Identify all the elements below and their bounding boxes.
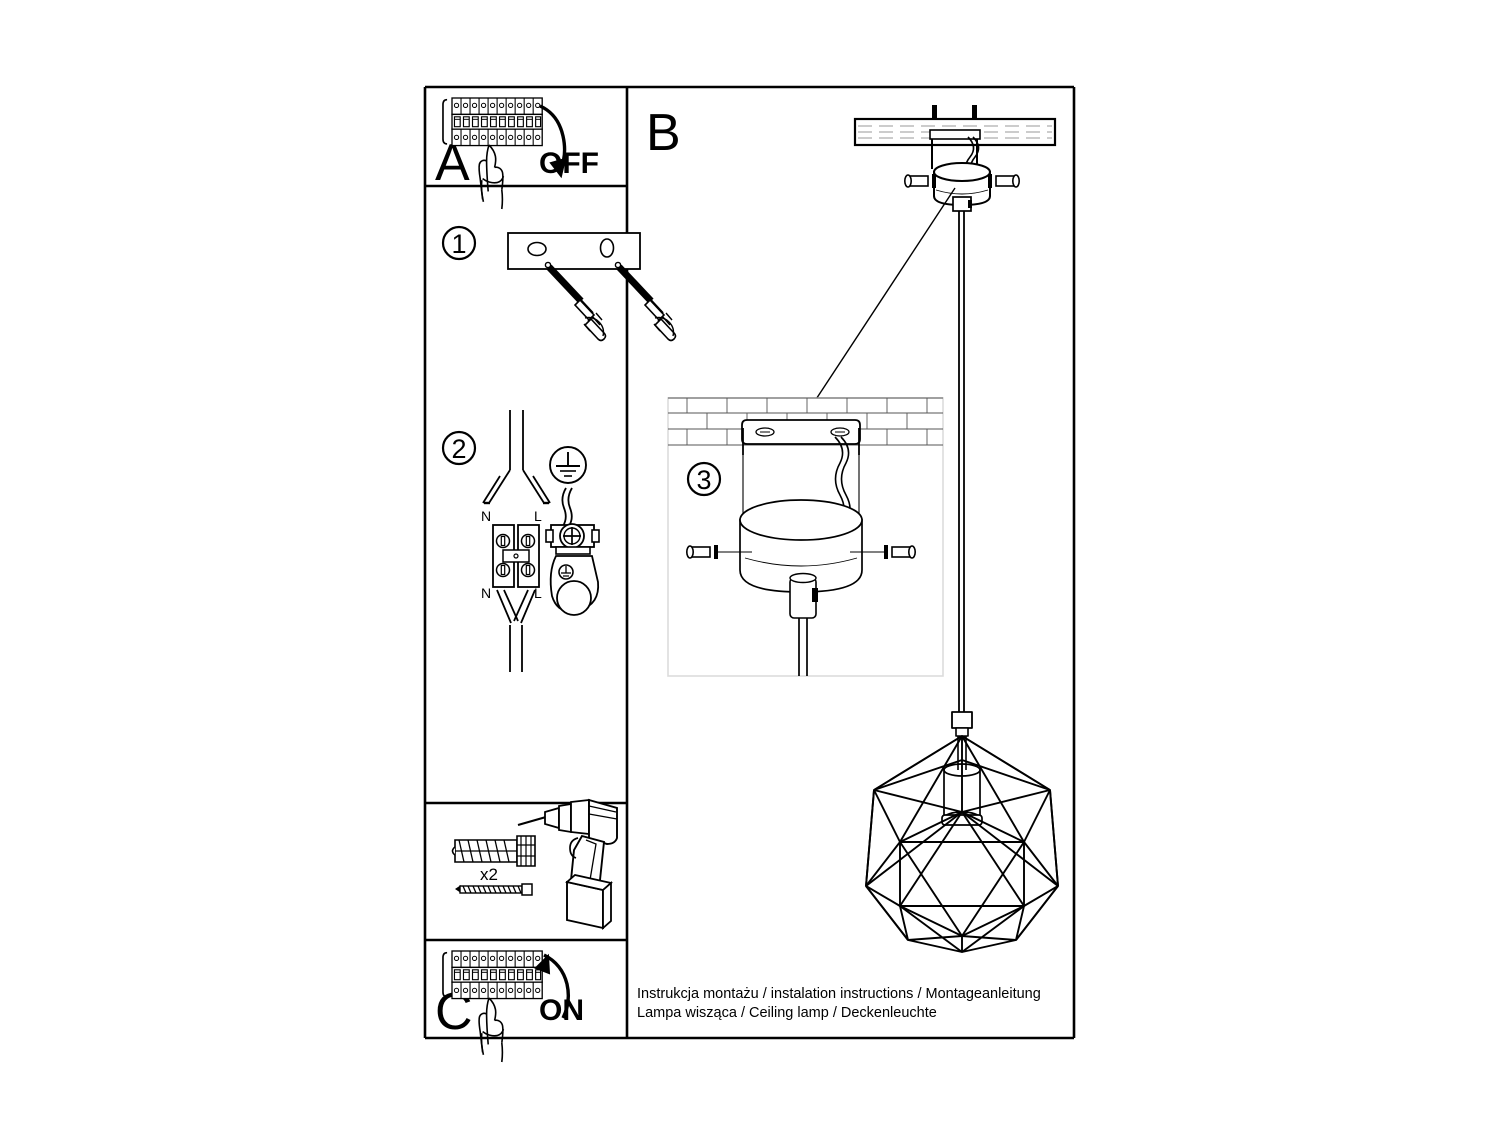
terminal-label-n-top: N [481,508,491,524]
screw-long-icon [455,883,533,896]
detail-mounting-bracket [741,419,861,455]
panel-b-letter: B [646,104,681,162]
step-1-number: 1 [451,229,466,259]
step-3-number: 3 [696,465,711,495]
panel-c: C ON [435,950,584,1063]
canopy-screw-right [987,173,1021,189]
terminal-label-l-top: L [534,508,542,524]
earth-terminal-clamp-icon [545,523,600,616]
step-2-number: 2 [451,434,466,464]
screw-icon-1 [544,261,607,342]
step-1-badge [441,225,477,261]
hardware-quantity-label: x2 [480,865,498,884]
terminal-label-l-bottom: L [534,585,542,601]
hand-icon-on [478,997,505,1063]
step-2-badge [441,430,477,466]
footer-line-2: Lampa wisząca / Ceiling lamp / Deckenleu… [637,1005,937,1021]
canopy-screw-left [903,173,937,189]
mains-cable-top [482,410,551,505]
earth-ground-symbol-icon [549,446,587,484]
terminal-label-n-bottom: N [481,585,491,601]
step-3-badge [686,461,722,497]
step-3: 3 [667,397,944,677]
panel-a-action-label: OFF [539,147,599,180]
panel-c-action-label: ON [539,994,584,1027]
step-1: 1 [441,225,677,342]
panel-a: A OFF [425,97,627,210]
earth-wire [561,487,567,527]
arrow-down-icon [539,104,567,179]
circuit-breaker-off-icon [442,97,544,147]
hardware-panel: x2 [425,798,627,942]
terminal-block-icon [492,524,540,588]
step-2: 2 N L [441,410,600,672]
arrow-up-icon [534,953,571,1019]
earth-wire-2 [567,487,573,527]
power-drill-icon [517,798,618,930]
footer-line-1: Instrukcja montażu / instalation instruc… [637,986,1041,1002]
screw-icon-2 [614,261,677,342]
hand-icon-off [478,144,505,210]
lamp-cable-bottom [496,589,536,672]
circuit-breaker-on-icon [442,950,544,1000]
wall-plug-anchor-icon [451,835,536,867]
ceiling-plate-assembly [804,105,1057,712]
wire-cage-shade [865,711,1059,953]
